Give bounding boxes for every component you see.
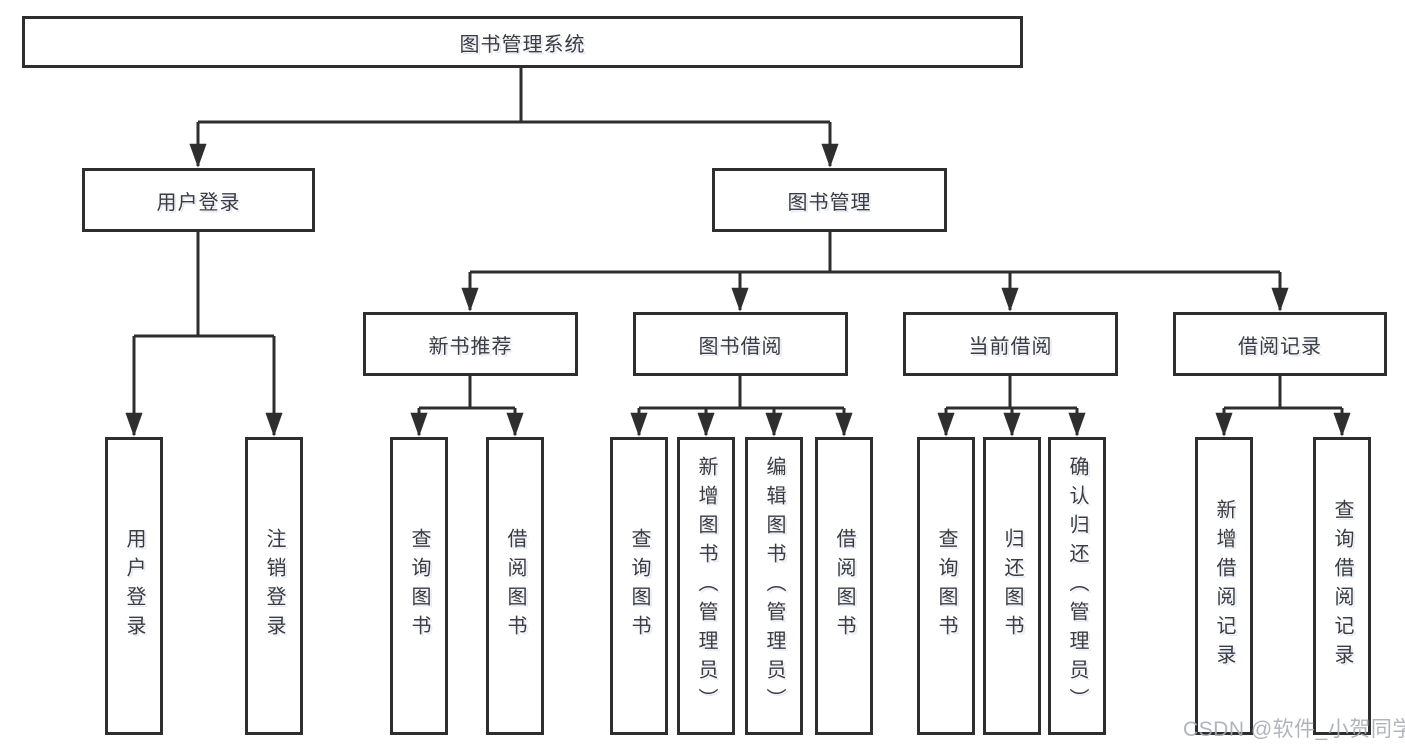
leaf-label: 确认归还（管理员） [1066, 455, 1088, 717]
node-root: 图书管理系统 [22, 16, 1023, 68]
leaf-label: 查询图书 [408, 528, 430, 644]
node-book-borrow: 图书借阅 [633, 312, 848, 376]
leaf-label: 注销登录 [263, 528, 285, 644]
leaf-logout: 注销登录 [245, 437, 303, 735]
leaf-label: 查询借阅记录 [1331, 499, 1353, 673]
leaf-query-borrow-record: 查询借阅记录 [1313, 437, 1371, 735]
leaf-query-books-borrow: 查询图书 [610, 437, 668, 735]
leaf-label: 查询图书 [628, 528, 650, 644]
leaf-label: 用户登录 [123, 528, 145, 644]
node-book-management: 图书管理 [712, 168, 947, 232]
leaf-add-borrow-record: 新增借阅记录 [1195, 437, 1253, 735]
leaf-borrow-books: 借阅图书 [815, 437, 873, 735]
leaf-borrow-books-recommend: 借阅图书 [486, 437, 544, 735]
leaf-label: 借阅图书 [504, 528, 526, 644]
node-borrow-records: 借阅记录 [1173, 312, 1387, 376]
node-user-login: 用户登录 [82, 168, 315, 232]
leaf-return-book: 归还图书 [983, 437, 1041, 735]
leaf-label: 新增借阅记录 [1213, 499, 1235, 673]
leaf-edit-book-admin: 编辑图书（管理员） [745, 437, 803, 735]
leaf-add-book-admin: 新增图书（管理员） [677, 437, 735, 735]
leaf-label: 借阅图书 [833, 528, 855, 644]
leaf-user-login: 用户登录 [105, 437, 163, 735]
leaf-label: 归还图书 [1001, 528, 1023, 644]
leaf-confirm-return-admin: 确认归还（管理员） [1048, 437, 1106, 735]
leaf-label: 编辑图书（管理员） [763, 455, 785, 717]
node-new-book-recommend: 新书推荐 [363, 312, 578, 376]
leaf-query-books-recommend: 查询图书 [390, 437, 448, 735]
leaf-query-books-current: 查询图书 [917, 437, 975, 735]
leaf-label: 新增图书（管理员） [695, 455, 717, 717]
node-current-borrow: 当前借阅 [903, 312, 1118, 376]
leaf-label: 查询图书 [935, 528, 957, 644]
csdn-watermark: CSDN @软件_小贺同学 [1183, 718, 1405, 741]
